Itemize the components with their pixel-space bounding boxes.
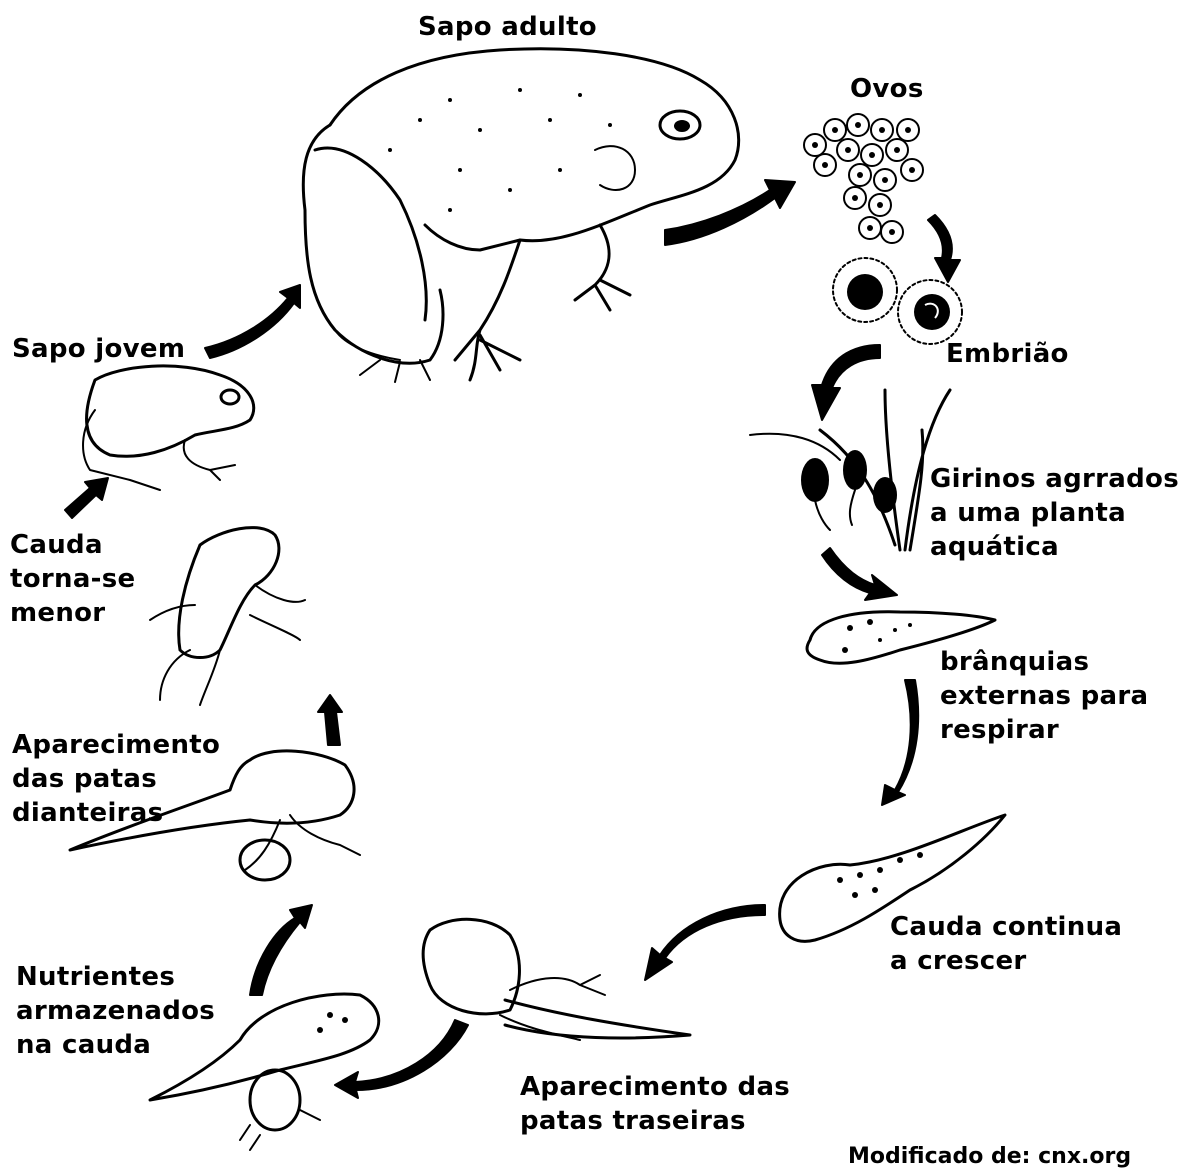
credit-text: Modificado de: cnx.org <box>848 1143 1131 1171</box>
egg-cluster <box>804 114 923 243</box>
label-hind-legs: Aparecimento das patas traseiras <box>520 1070 790 1138</box>
label-tail-nutrients: Nutrientes armazenados na cauda <box>16 960 215 1062</box>
label-eggs: Ovos <box>850 72 924 106</box>
label-tail-shrinks: Cauda torna-se menor <box>10 528 135 630</box>
label-adult-frog: Sapo adulto <box>418 10 597 44</box>
label-embryo: Embrião <box>946 337 1069 371</box>
label-external-gills: brânquias externas para respirar <box>940 645 1148 747</box>
label-young-frog: Sapo jovem <box>12 332 185 366</box>
tadpole-hind-legs <box>423 919 690 1040</box>
label-tail-grows: Cauda continua a crescer <box>890 910 1122 978</box>
tadpoles-on-plant <box>750 390 950 550</box>
froglet <box>150 528 305 705</box>
label-tadpoles-attached: Girinos agrrados a uma planta aquática <box>930 462 1179 564</box>
label-front-legs: Aparecimento das patas dianteiras <box>12 728 220 830</box>
young-frog <box>83 366 254 490</box>
adult-frog-illustration <box>303 49 738 382</box>
